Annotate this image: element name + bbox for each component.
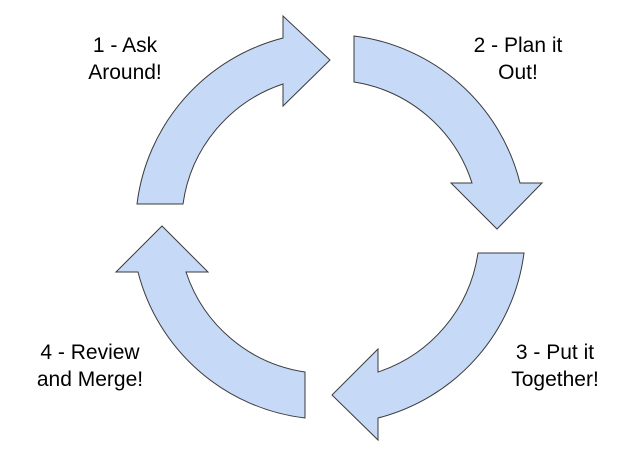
arrow-step-3 <box>331 252 525 442</box>
arrow-step-1 <box>136 14 331 205</box>
step-2-subtitle: Out! <box>498 61 538 84</box>
step-2-title: 2 - Plan it <box>473 34 563 57</box>
step-4-title: 4 - Review <box>40 341 140 364</box>
step-1-label: 1 - Ask Around! <box>70 32 180 86</box>
step-3-subtitle: Together! <box>511 368 599 391</box>
arrow-step-4 <box>114 225 306 419</box>
step-3-label: 3 - Put it Together! <box>500 339 610 393</box>
step-3-title: 3 - Put it <box>515 341 595 364</box>
step-4-label: 4 - Review and Merge! <box>20 339 160 393</box>
arrow-step-2 <box>353 35 544 230</box>
step-1-title: 1 - Ask <box>92 34 158 57</box>
step-1-subtitle: Around! <box>88 61 162 84</box>
step-2-label: 2 - Plan it Out! <box>458 32 578 86</box>
step-4-subtitle: and Merge! <box>36 368 144 391</box>
